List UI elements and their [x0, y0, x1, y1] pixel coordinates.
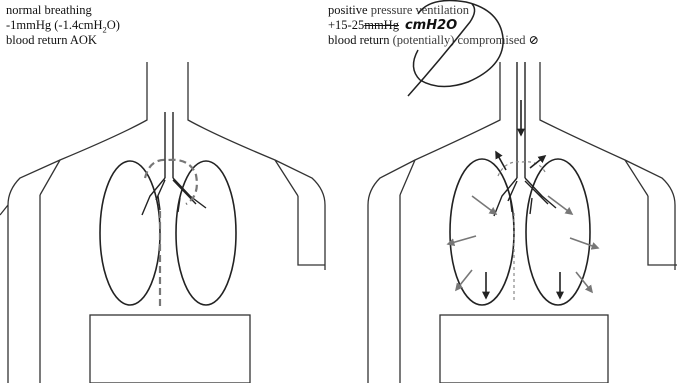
right-lung-right: [526, 159, 590, 305]
right-airway: [494, 62, 556, 216]
right-bronchi: [494, 178, 556, 216]
handwritten-annotation: [408, 1, 503, 97]
left-torso: [0, 62, 325, 383]
left-dashed-vessel: [145, 160, 197, 306]
left-torso-outline: [0, 62, 325, 383]
left-vena-cava: [145, 160, 197, 306]
scribble-circle: [418, 1, 503, 87]
left-trachea: [165, 112, 173, 178]
left-arm-line-right: [298, 196, 325, 265]
right-lung-left: [450, 159, 514, 305]
left-lungs: [100, 161, 236, 305]
outward-arrow-right-mid: [570, 238, 598, 248]
outward-arrow-left-mid: [448, 236, 476, 244]
left-lung-left: [100, 161, 160, 305]
right-abdomen-box: [440, 315, 608, 383]
left-abdomen-box: [90, 315, 250, 383]
left-shoulder-inner: [40, 160, 298, 196]
right-lungs: [450, 159, 590, 305]
right-shoulder-inner: [400, 160, 648, 196]
airflow-arrow-right-bronchus: [530, 156, 545, 168]
inward-arrow-left-upper: [472, 196, 496, 214]
scribble-loop: [413, 50, 420, 80]
right-torso: [368, 62, 677, 383]
right-pressure-arrows: [448, 100, 598, 298]
right-arm-line-right: [648, 196, 677, 265]
left-lung-right: [176, 161, 236, 305]
